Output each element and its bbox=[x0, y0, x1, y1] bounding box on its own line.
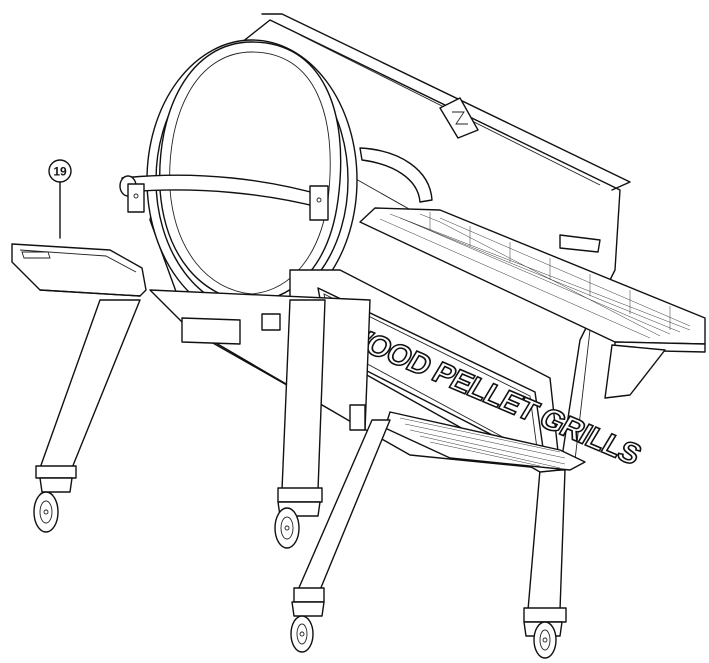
side-handle-right bbox=[359, 147, 601, 253]
rear-leg-left bbox=[35, 299, 141, 479]
side-shelf-right bbox=[359, 207, 706, 399]
callout-number: 19 bbox=[53, 165, 67, 179]
lid-handle bbox=[119, 174, 329, 221]
caster-wheel-rear-left bbox=[33, 477, 73, 533]
side-shelf-left bbox=[11, 243, 147, 297]
front-leg-center bbox=[293, 419, 391, 603]
front-leg-left bbox=[277, 299, 326, 503]
lower-firebox bbox=[149, 289, 371, 431]
lid-logo-badge bbox=[439, 97, 479, 139]
caster-wheel-front-center bbox=[290, 601, 325, 653]
rear-leg-right bbox=[523, 469, 567, 623]
caster-wheel-front-left bbox=[274, 501, 321, 549]
callout-19 bbox=[48, 159, 72, 239]
caster-wheel-rear-right bbox=[523, 621, 563, 659]
